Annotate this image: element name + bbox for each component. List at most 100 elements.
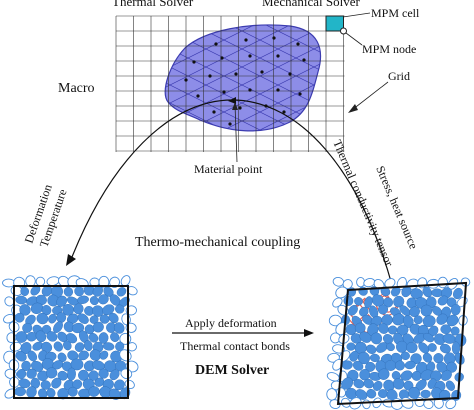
dem-particle [52,360,64,370]
dem-particle [386,342,395,352]
material-point-dot [228,122,232,126]
dem-particle [445,380,455,391]
dem-particle [41,305,52,316]
dem-particle [451,341,461,355]
dem-particle [27,350,38,362]
dem-particle [57,352,67,362]
dem-particle [427,343,437,352]
material-point-dot [260,70,264,74]
dem-particle [404,360,416,370]
dem-particle [446,314,459,327]
dem-particle [113,322,125,334]
material-point-dot [184,78,188,82]
material-point-dot [248,88,252,92]
dem-particle [98,294,109,305]
dem-particle [359,306,369,317]
dem-particle [4,296,15,307]
dem-particle [454,352,465,365]
thermal-solver-label: Thermal Solver [112,0,194,9]
dem-particle [445,398,457,410]
dem-particle [352,360,364,371]
dem-particle [399,305,411,316]
left-arc-arrowhead [66,254,76,266]
macro-label: Macro [58,81,95,96]
mesh-line [165,87,321,131]
material-point-dot [212,110,216,114]
dem-particle [84,324,95,335]
dem-particle [94,377,105,387]
dem-particle [410,288,423,300]
dem-particle [92,321,104,333]
dem-particle [365,361,376,372]
mesh-line [165,24,321,99]
dem-particle [63,340,72,351]
dem-particle [67,386,78,397]
mesh-line [165,24,321,101]
mesh-line [165,53,321,131]
material-point-dot [272,36,276,40]
mesh-line [165,125,321,131]
material-point-dot [244,38,248,42]
dem-particle [420,304,433,317]
dem-particle [434,333,446,345]
dem-deformed-boundary [336,281,468,406]
right-coupling-arc [231,99,393,286]
dem-particle [423,399,434,409]
coupling-label: Thermo-mechanical coupling [135,235,300,250]
mesh-line [165,24,321,81]
dem-particle [70,358,84,371]
dem-particle [450,326,460,336]
dem-particle [377,304,389,315]
dem-particle [362,399,371,410]
dem-particle [446,361,458,373]
grid-leader [351,81,389,111]
dem-particle [51,377,62,389]
dem-particle [110,332,120,343]
dem-particle [88,386,100,397]
dem-particle [413,315,423,325]
mesh-line [140,180,340,280]
dem-initial-boundary [13,285,129,399]
dem-particle [423,332,435,343]
dem-particle [392,313,405,326]
dem-particle [366,388,377,399]
background-grid [115,15,345,152]
material-point-label: Material point [194,162,263,176]
mechanical-solver-label: Mechanical Solver [262,0,360,9]
material-point-arrowhead [232,102,238,110]
dem-particle [393,295,405,308]
mesh-line [165,24,321,63]
dem-particle [439,343,451,354]
dem-particle [326,372,340,382]
dem-particle [453,287,463,300]
dem-particle [102,342,115,351]
material-point-dot [220,56,224,60]
mpm-cell-leader [342,12,371,18]
mpm-cell [325,15,344,32]
dem-particle [21,360,31,371]
grid-label: Grid [388,69,410,83]
material-point-leader [234,103,238,163]
grid-arrowhead [348,104,358,113]
mpm-node [340,27,347,35]
dem-particle [19,304,31,316]
dem-particle [372,380,383,391]
dem-particle [335,286,348,299]
mpm-cell-label: MPM cell [371,6,420,20]
right-flow-conductivity: Thermal conductivity tensor [330,138,396,269]
material-point-dot [298,92,302,96]
dem-particle [16,369,27,379]
material-point-dot [208,74,212,78]
dem-particle [345,324,357,336]
material-point-dot [234,72,238,76]
dem-particle [109,369,120,381]
dem-particle [115,304,125,314]
dem-particle [376,342,388,353]
dem-particle [332,344,346,354]
dem-particle [88,332,99,343]
mesh-line [165,24,321,83]
apply-deformation-label: Apply deformation [185,316,277,330]
left-coupling-arc [69,99,233,263]
dem-particle [89,296,99,306]
